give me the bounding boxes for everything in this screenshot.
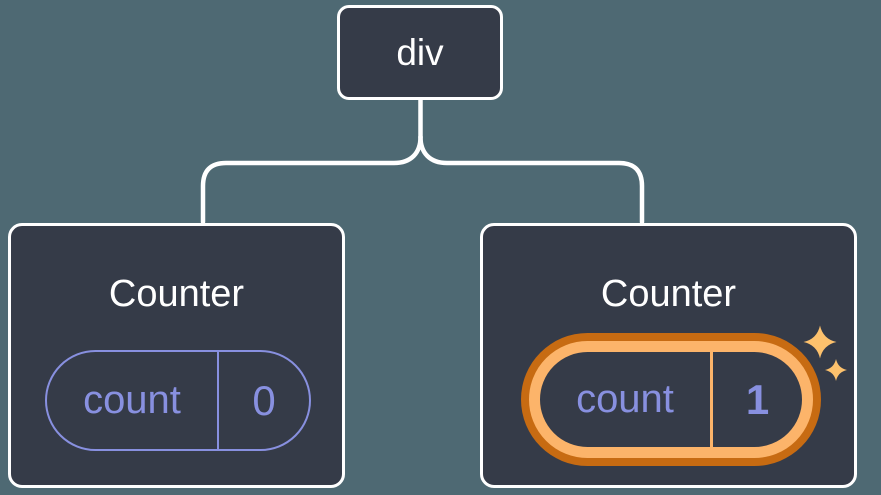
state-pill: count 0 [45, 350, 311, 451]
counter-card-right: Counter count 1 [480, 223, 857, 488]
state-key-label: count [47, 352, 219, 449]
root-node-label: div [396, 31, 444, 73]
sparkles-icon [803, 325, 847, 381]
state-value: 1 [745, 375, 770, 423]
state-key-label: count [540, 352, 713, 447]
counter-title: Counter [600, 273, 737, 315]
counter-title: Counter [108, 273, 245, 315]
counter-card-left: Counter count 0 [8, 223, 345, 488]
root-node-div: div [337, 5, 503, 100]
state-value: 0 [252, 376, 276, 424]
state-pill-highlighted: count 1 [529, 341, 813, 458]
